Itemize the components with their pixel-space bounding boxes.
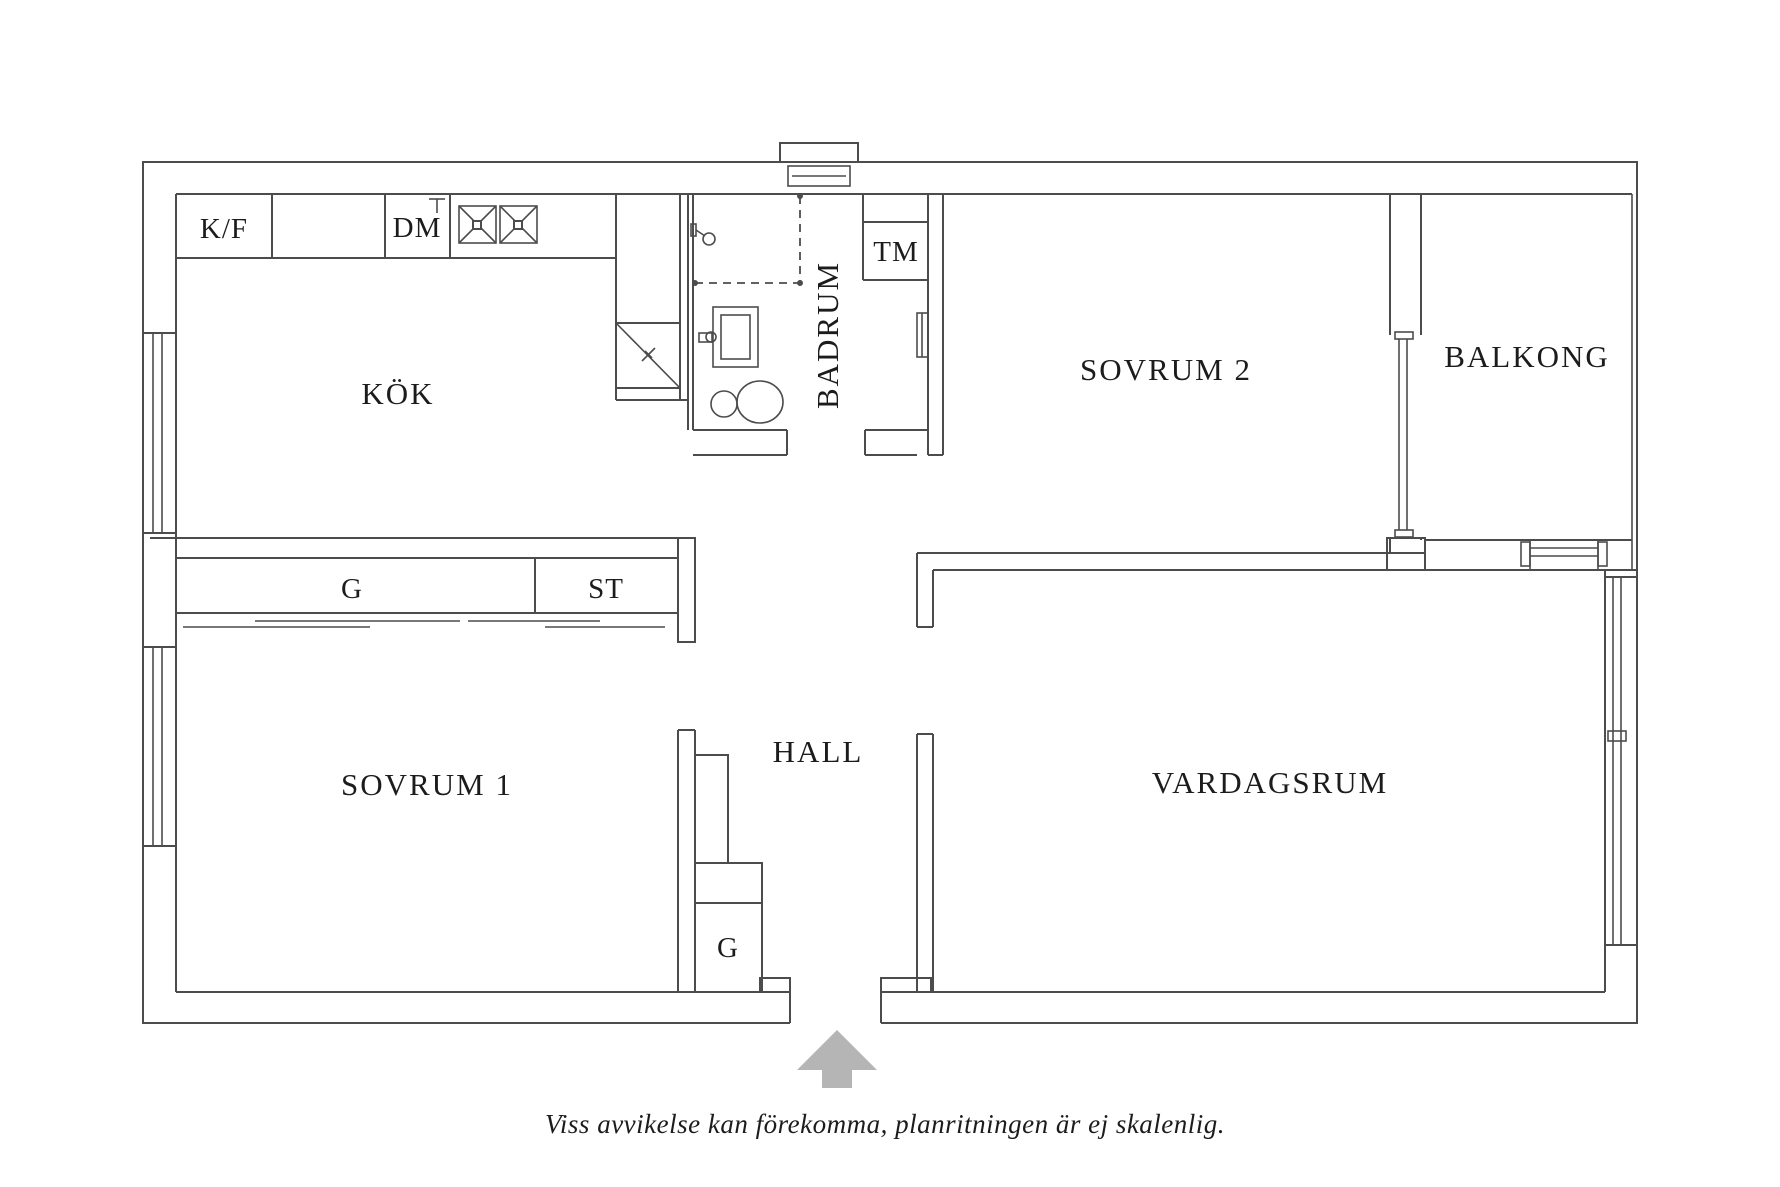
hall-closets [694,754,763,993]
livingroom-window-icon [1605,576,1637,946]
shower-icon [690,193,803,286]
kitchen-sink-icon [458,205,538,244]
cleaning-closet-label: ST [588,573,624,605]
washbasin-icon [698,306,759,368]
kitchen-counter [176,194,688,401]
hall-wardrobe-label: G [717,932,739,964]
wardrobe-label: G [341,573,363,605]
faucet-icon [429,198,445,213]
room-labels: KÖK BADRUM SOVRUM 2 BALKONG SOVRUM 1 HAL… [341,261,1610,802]
balcony-door-icon [1394,331,1414,538]
balcony-walls [1386,194,1637,571]
livingroom-label: VARDAGSRUM [1152,765,1389,800]
fixture-labels: K/F DM TM G ST G [200,212,919,964]
radiator-icon [916,312,929,358]
washing-machine [862,194,928,281]
kitchen-window-icon [143,332,177,534]
balcony-label: BALKONG [1444,339,1610,374]
fridge-freezer-label: K/F [200,213,248,245]
bedroom2-label: SOVRUM 2 [1080,352,1252,387]
toilet-icon [710,380,784,424]
kitchen-label: KÖK [361,376,434,411]
washing-machine-label: TM [873,236,919,268]
hall-label: HALL [773,734,864,769]
bedroom1-label: SOVRUM 1 [341,767,513,802]
dishwasher-label: DM [393,212,442,244]
exterior-walls [142,161,1638,1024]
vent-icon [779,142,859,187]
livingroom-top-wall [916,552,1425,992]
balcony-window-icon [1520,540,1608,570]
entrance-arrow-icon [797,1030,877,1088]
closet-band [175,537,696,643]
disclaimer-text: Viss avvikelse kan förekomma, planritnin… [545,1109,1225,1139]
shaft-icon [615,322,681,389]
bathroom-label: BADRUM [810,261,845,409]
bedroom1-hall-wall [677,729,696,992]
bedroom1-window-icon [143,646,177,847]
bathroom-walls [687,194,944,456]
